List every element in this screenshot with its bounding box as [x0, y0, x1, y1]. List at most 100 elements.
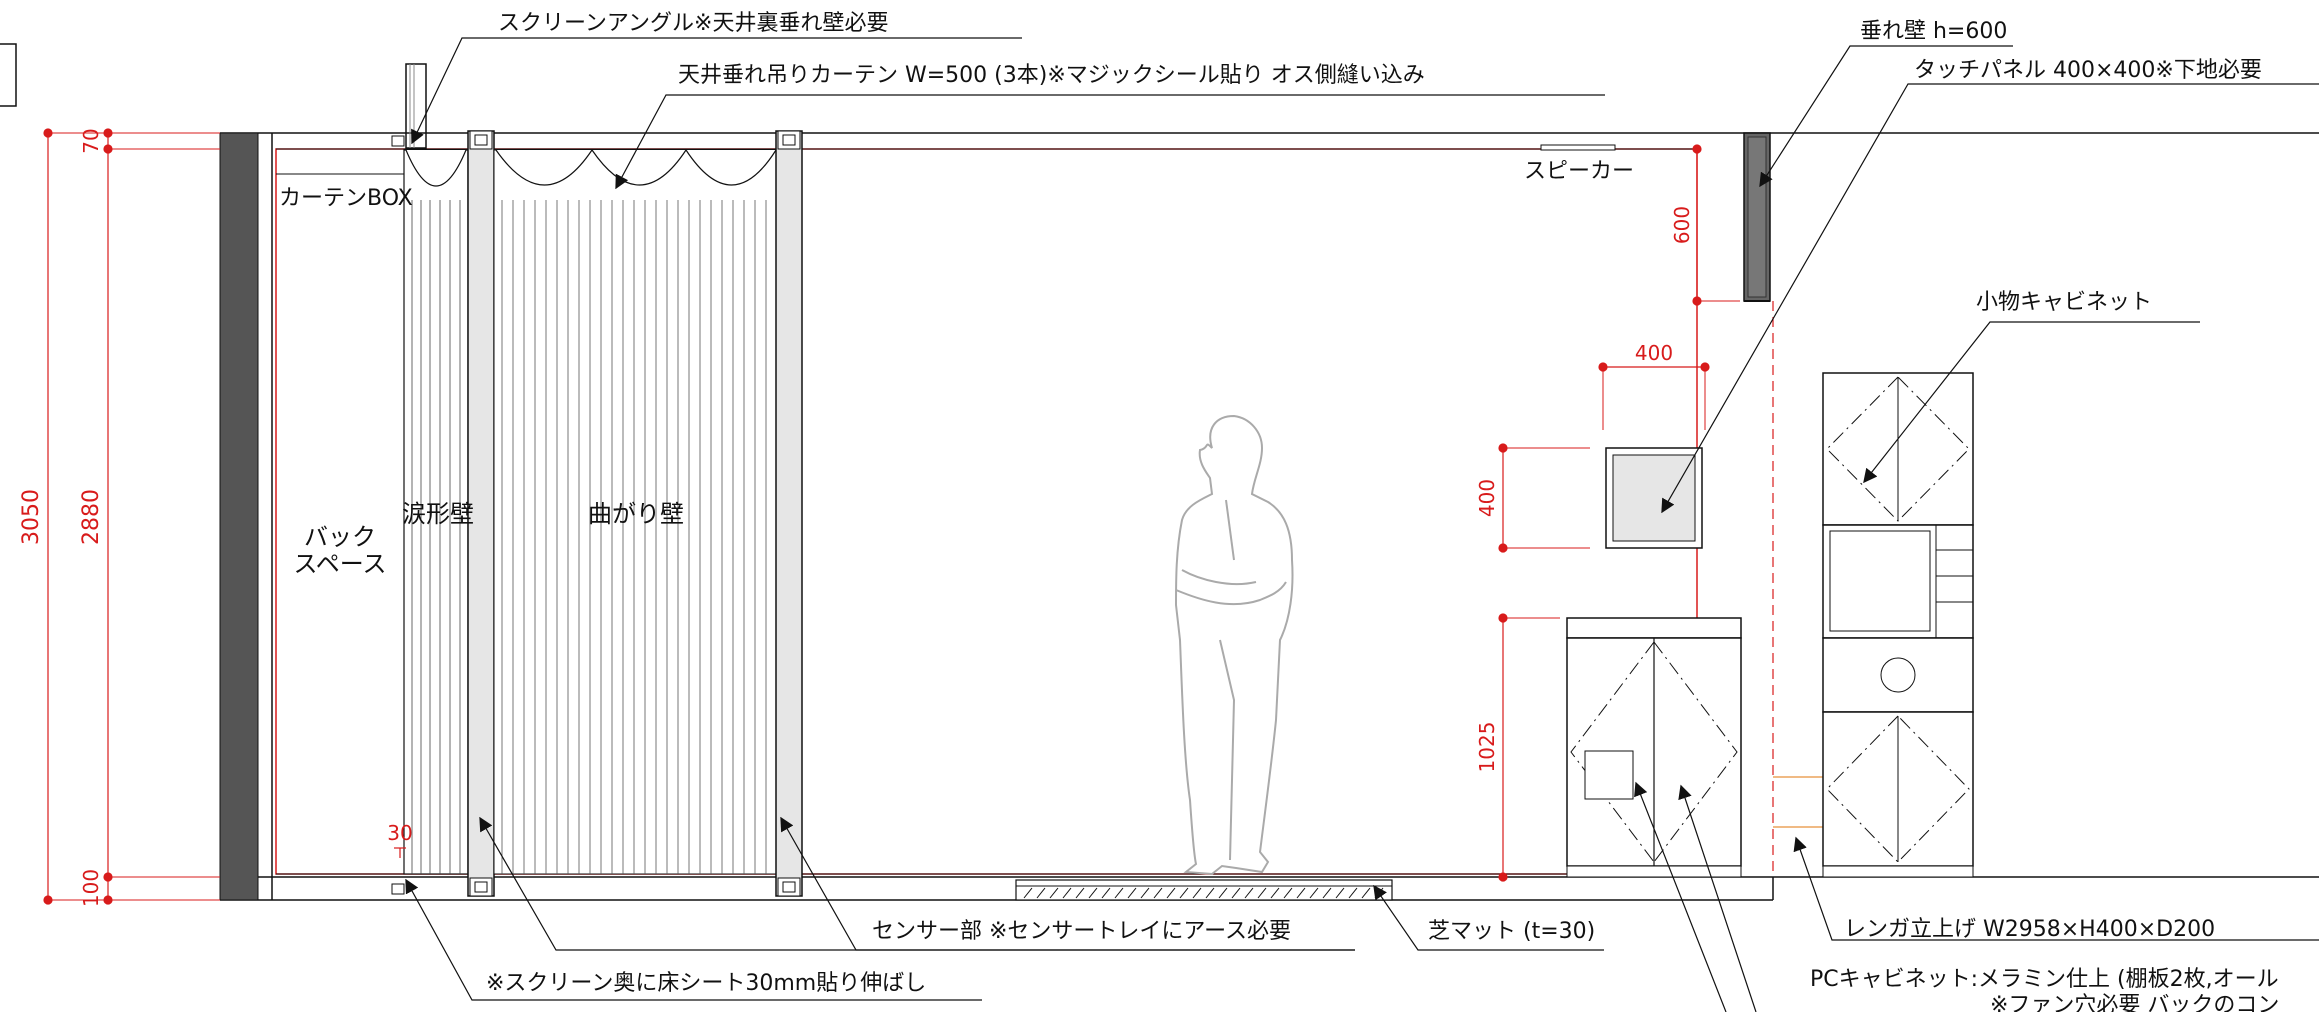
dim-panel-w-dot-r	[1700, 362, 1710, 372]
dim-hw-dot-bottom	[1692, 296, 1702, 306]
dim-panel-h-dot-t	[1498, 443, 1508, 453]
dim-top-gap-label: 70	[79, 128, 103, 153]
person-silhouette	[1174, 414, 1294, 876]
turf-hatch-line	[1179, 887, 1189, 899]
pc-cabinet-door-left	[1570, 641, 1655, 863]
sensor-post-left-bottom	[469, 877, 493, 897]
person-arms	[1175, 581, 1287, 606]
hanging-wall-note: 垂れ壁 h=600	[1860, 19, 2007, 44]
curtain-box-label: カーテンBOX	[279, 186, 413, 211]
fan-hole	[1584, 750, 1634, 800]
curved-wall-label: 曲がり壁	[588, 500, 684, 528]
turf-hatch-line	[1101, 887, 1111, 899]
dim-total-label: 3050	[19, 489, 44, 545]
sensor-post-right-top	[777, 130, 801, 150]
dim-inner-label: 2880	[79, 489, 104, 545]
screen-angle-post	[405, 63, 427, 149]
leader-turf	[1373, 884, 1604, 951]
turf-hatch-line	[1088, 887, 1098, 899]
small-cabinet-plinth	[1822, 865, 1974, 878]
title-frame-corner	[0, 43, 17, 107]
pc-cabinet-note: PCキャビネット:メラミン仕上 (棚板2枚,オール	[1810, 967, 2279, 992]
turf-mat-hatch	[1023, 887, 1384, 899]
dim-cab-dot-b	[1498, 872, 1508, 882]
curtain-swag-2	[591, 149, 687, 186]
dim-bottom-gap-label: 100	[79, 869, 103, 907]
sensor-post-right-bottom-inner	[782, 881, 796, 893]
curved-wall	[493, 149, 777, 875]
person-leg-seam	[1219, 639, 1236, 861]
curtain-swag-3	[685, 149, 777, 186]
screen-angle-bracket	[391, 135, 405, 147]
leader-touch-panel	[1661, 83, 2319, 514]
pc-cabinet	[1566, 617, 1742, 878]
leader-screen-angle	[411, 37, 1022, 145]
dim-inner-dot-1	[103, 128, 113, 138]
touch-panel	[1605, 447, 1703, 549]
teardrop-wall-outline	[403, 149, 469, 875]
small-cabinet-bottom-door	[1826, 715, 1970, 863]
room-structure	[219, 132, 2319, 901]
leader-hanging-wall	[1759, 45, 2013, 188]
sensor-post-left	[467, 130, 495, 897]
dim-panel-width-label: 400	[1635, 341, 1673, 365]
leader-curtain	[615, 94, 1605, 190]
turf-hatch-line	[1296, 887, 1306, 899]
turf-hatch-line	[1153, 887, 1163, 899]
turf-hatch-line	[1023, 887, 1033, 899]
turf-hatch-line	[1231, 887, 1241, 899]
dim-hanging-wall-label: 600	[1670, 206, 1694, 244]
turf-hatch-line	[1361, 887, 1371, 899]
screen-angle-note: スクリーンアングル※天井裏垂れ壁必要	[498, 11, 888, 36]
turf-hatch-line	[1166, 887, 1176, 899]
turf-hatch-line	[1036, 887, 1046, 899]
leader-pc-cabinet	[1678, 784, 1757, 1012]
turf-hatch-line	[1192, 887, 1202, 899]
leader-small-cabinet	[1863, 321, 2200, 484]
dim-panel-h-dot-b	[1498, 543, 1508, 553]
leader-fan-hole	[1634, 781, 1727, 1012]
dim-hw-dot-top	[1692, 144, 1702, 154]
dim-cab-dot-t	[1498, 613, 1508, 623]
leader-sensor-right	[780, 816, 1355, 951]
turf-hatch-line	[1075, 887, 1085, 899]
turf-hatch-line	[1062, 887, 1072, 899]
left-wall	[219, 132, 259, 901]
dim-panel-height-label: 400	[1475, 479, 1499, 517]
turf-hatch-line	[1257, 887, 1267, 899]
dim-cabinet-height-label: 1025	[1475, 722, 1499, 773]
person-tie	[1225, 499, 1235, 561]
dim-total-dot-top	[43, 128, 53, 138]
hanging-wall-inner	[1747, 136, 1767, 298]
turf-hatch-line	[1244, 887, 1254, 899]
leader-lines	[405, 37, 2319, 1012]
small-cabinet-knob	[1880, 657, 1916, 693]
turf-hatch-line	[1218, 887, 1228, 899]
turf-hatch-line	[1205, 887, 1215, 899]
teardrop-wall-label: 涙形壁	[402, 500, 474, 528]
curtain-swag-1	[495, 149, 593, 186]
leader-brick	[1793, 836, 2319, 941]
sensor-post-right-body	[775, 130, 803, 897]
sensor-note: センサー部 ※センサートレイにアース必要	[872, 919, 1291, 944]
turf-hatch-line	[1283, 887, 1293, 899]
brick-plinth	[1773, 776, 1823, 828]
sensor-post-left-bottom-inner	[474, 881, 488, 893]
touch-panel-note: タッチパネル 400×400※下地必要	[1914, 58, 2262, 83]
dim-sensor-offset-label: 30	[387, 821, 412, 845]
pc-cabinet-door-right	[1653, 641, 1738, 863]
small-cabinet-monitor	[1829, 530, 1931, 632]
back-space-label-2: スペース	[293, 550, 386, 578]
sensor-post-right	[775, 130, 803, 897]
turf-mat-note: 芝マット (t=30)	[1428, 919, 1595, 944]
turf-hatch-line	[1114, 887, 1124, 899]
turf-hatch-line	[1270, 887, 1280, 899]
dim-total-dot-bottom	[43, 895, 53, 905]
sensor-post-left-top-inner	[474, 134, 488, 146]
speaker	[1540, 144, 1616, 151]
turf-hatch-line	[1140, 887, 1150, 899]
sensor-post-right-top-inner	[782, 134, 796, 146]
dimension-lines	[43, 128, 1740, 905]
turf-hatch-line	[1322, 887, 1332, 899]
ceiling-curtain-note: 天井垂れ吊りカーテン W=500 (3本)※マジックシール貼り オス側縫い込み	[678, 63, 1425, 88]
